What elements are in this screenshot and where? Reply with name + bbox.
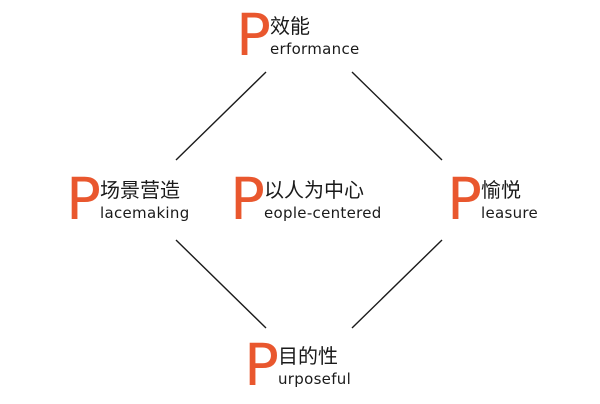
placemaking-english-label: lacemaking: [100, 204, 190, 222]
pleasure-chinese-label: 愉悦: [481, 178, 521, 202]
performance-chinese-label: 效能: [270, 14, 310, 38]
connector-top-left: [175, 71, 267, 161]
purposeful-english-label: urposeful: [278, 370, 352, 388]
people-centered-initial: P: [230, 165, 265, 233]
placemaking-chinese-label: 场景营造: [100, 178, 180, 202]
performance-initial: P: [236, 1, 271, 69]
people-centered-chinese-label: 以人为中心: [264, 178, 364, 202]
connector-top-right: [351, 71, 443, 161]
placemaking-initial: P: [66, 165, 101, 233]
pleasure-english-label: leasure: [481, 204, 539, 222]
pleasure-initial: P: [447, 165, 482, 233]
performance-english-label: erformance: [270, 40, 360, 58]
connector-bottom-right: [351, 239, 443, 329]
purposeful-chinese-label: 目的性: [278, 344, 338, 368]
connector-bottom-left: [175, 239, 267, 329]
purposeful-initial: P: [244, 331, 279, 399]
people-centered-english-label: eople-centered: [264, 204, 382, 222]
